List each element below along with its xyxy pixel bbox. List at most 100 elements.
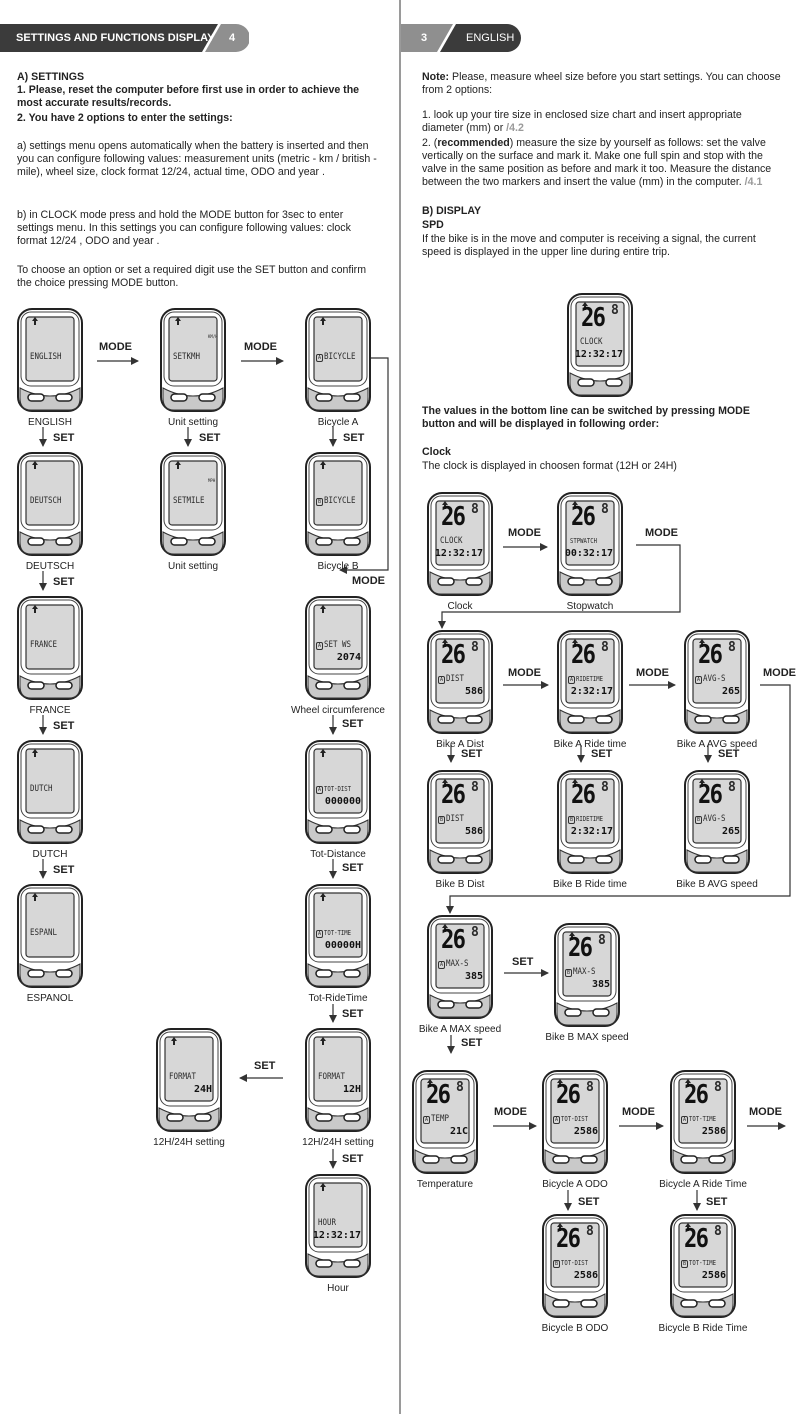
device-caption: Bike B AVG speed (676, 879, 758, 890)
speed-decimal: 8 (601, 780, 609, 795)
screen-label: MAX-S (573, 967, 596, 977)
device-body (305, 1174, 371, 1278)
device-body (156, 1028, 222, 1132)
device-body (412, 1070, 478, 1174)
device-body (684, 630, 750, 734)
device-caption: Unit setting (167, 561, 219, 572)
unit-indicator: MPH (208, 478, 216, 483)
device-caption: Bicycle A ODO (542, 1179, 608, 1190)
speed-decimal: 8 (471, 780, 479, 795)
spd-heading: SPD (422, 219, 444, 231)
screen-value: 385 (591, 979, 610, 990)
page-divider (399, 0, 401, 1414)
device-body (305, 1028, 371, 1132)
screen-label: SET WS (324, 640, 352, 650)
device-english: ENGLISH (17, 308, 83, 412)
device-caption: Clock (447, 601, 473, 612)
device-body (567, 293, 633, 397)
device-body (670, 1214, 736, 1318)
screen-label: STPWATCH (570, 536, 598, 545)
speed-decimal: 8 (728, 780, 736, 795)
option-1: 1. look up your tire size in enclosed si… (422, 109, 772, 135)
device-caption: Tot-Distance (310, 849, 366, 860)
set-label: SET (254, 1060, 276, 1072)
speed-digits: 26 (556, 1080, 581, 1110)
set-label: SET (706, 1196, 728, 1208)
set-label: SET (53, 720, 75, 732)
bike-badge: B (565, 969, 573, 977)
mode-label: MODE (508, 667, 541, 679)
screen-label: RIDETIME (576, 674, 604, 683)
device-body (305, 308, 371, 412)
clock-heading: Clock (422, 446, 451, 458)
speed-digits: 26 (441, 640, 466, 670)
device-caption: DUTCH (32, 849, 68, 860)
device-dutch: DUTCH (17, 740, 83, 844)
bike-badge: A (553, 1116, 561, 1124)
settings-heading: A) SETTINGS (17, 71, 85, 83)
speed-decimal: 8 (601, 502, 609, 517)
device-body (554, 923, 620, 1027)
option-1-text: 1. look up your tire size in enclosed si… (422, 109, 742, 134)
speed-decimal: 8 (728, 640, 736, 655)
device-caption: Bike A AVG speed (676, 739, 758, 750)
device-france: FRANCE (17, 596, 83, 700)
bike-badge: A (568, 676, 576, 684)
device-caption: Bike A Dist (436, 739, 484, 750)
device-caption: Unit setting (167, 417, 219, 428)
device-body (305, 884, 371, 988)
device-body (670, 1070, 736, 1174)
screen-label: TOT-DIST (561, 1114, 589, 1123)
screen-value: 12:32:17 (574, 349, 623, 360)
screen-label: RIDETIME (576, 814, 604, 823)
device-body (17, 884, 83, 988)
device-body (542, 1214, 608, 1318)
note-label: Note: (422, 71, 450, 83)
settings-point-2: 2. You have 2 options to enter the setti… (17, 112, 233, 124)
device-caption: Bicycle A (317, 417, 359, 428)
speed-decimal: 8 (714, 1224, 722, 1239)
device-body (17, 596, 83, 700)
set-label: SET (578, 1196, 600, 1208)
mode-label: MODE (244, 341, 277, 353)
screen-label: FORMAT (318, 1072, 346, 1082)
screen-label: MAX-S (446, 959, 469, 969)
bike-badge: A (681, 1116, 689, 1124)
device-caption: FRANCE (29, 705, 71, 716)
screen-value: 586 (464, 686, 483, 697)
speed-digits: 26 (556, 1224, 581, 1254)
speed-digits: 26 (568, 933, 593, 963)
right-header: 3 ENGLISH (399, 24, 523, 52)
speed-digits: 26 (684, 1224, 709, 1254)
left-header-title: SETTINGS AND FUNCTIONS DISPLAY (16, 32, 215, 44)
settings-para-b: b) in CLOCK mode press and hold the MODE… (17, 209, 351, 247)
screen-value: 265 (721, 686, 740, 697)
device-caption: Bike B MAX speed (545, 1032, 629, 1043)
bike-badge: B (438, 816, 446, 824)
screen-label: TOT-TIME (689, 1258, 717, 1267)
set-label: SET (591, 748, 613, 760)
screen-label: DEUTSCH (30, 496, 62, 506)
speed-digits: 26 (581, 303, 606, 333)
option-1-ref: /4.2 (506, 122, 524, 134)
device-caption: Tot-RideTime (308, 993, 368, 1004)
device-body (542, 1070, 608, 1174)
screen-label: TOT-TIME (689, 1114, 717, 1123)
bike-badge: A (316, 354, 324, 362)
device-body (17, 740, 83, 844)
screen-label: ESPANL (30, 928, 58, 938)
note-paragraph: Note: Please, measure wheel size before … (422, 71, 782, 97)
